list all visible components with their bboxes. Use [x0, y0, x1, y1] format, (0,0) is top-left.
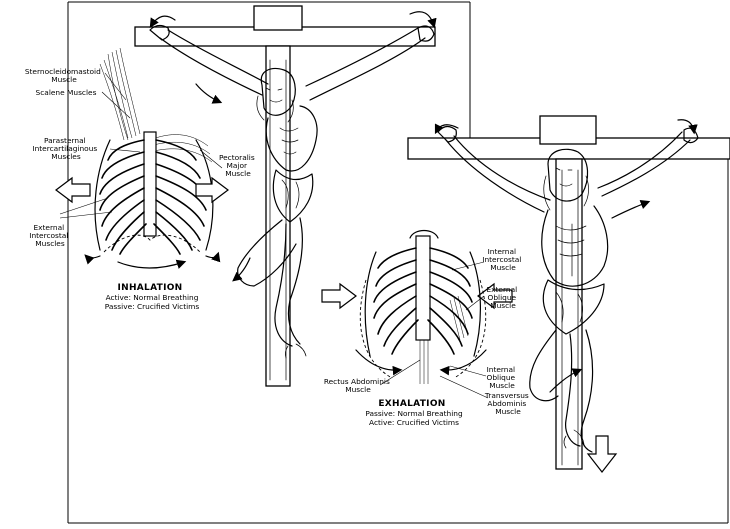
- svg-text:Internal Intercostal: Internal Intercostal Muscle: [482, 247, 523, 272]
- compress-left-arrow: [322, 284, 356, 308]
- label-scalene: Scalene Muscles: [36, 88, 97, 97]
- cross-left: [135, 6, 435, 386]
- exhalation-heading: EXHALATION: [378, 399, 445, 409]
- inhalation-heading: INHALATION: [117, 283, 182, 293]
- expand-right-arrow: [196, 178, 228, 202]
- inhalation-line1: Active: Normal Breathing: [106, 293, 199, 302]
- svg-text:External Oblique M: External Oblique Muscle: [486, 285, 519, 310]
- exhalation-line1: Passive: Normal Breathing: [365, 409, 463, 418]
- leaders-exhalation: [380, 262, 488, 398]
- inhalation-line2: Passive: Crucified Victims: [105, 302, 200, 311]
- exhalation-line2: Active: Crucified Victims: [369, 418, 459, 427]
- svg-text:External Intercostal: External Intercostal Muscles: [29, 223, 70, 248]
- down-arrow: [588, 436, 616, 472]
- svg-text:Parasternal Intercartila: Parasternal Intercartilaginous Muscles: [32, 136, 99, 161]
- ribcage-exhalation: [322, 231, 512, 385]
- svg-text:Sternocleidomastoid Musc: Sternocleidomastoid Muscle: [25, 67, 103, 84]
- svg-text:Transversus Abdominis: Transversus Abdominis Muscle: [484, 391, 531, 416]
- svg-text:Rectus Abdominis Muscle: Rectus Abdominis Muscle: [324, 377, 392, 394]
- svg-text:Pectoralis Major M: Pectoralis Major Muscle: [219, 153, 257, 178]
- svg-text:Internal Oblique M: Internal Oblique Muscle: [487, 365, 518, 390]
- ribcage-inhalation: [56, 48, 228, 268]
- expand-left-arrow: [56, 178, 90, 202]
- frame: [68, 2, 728, 523]
